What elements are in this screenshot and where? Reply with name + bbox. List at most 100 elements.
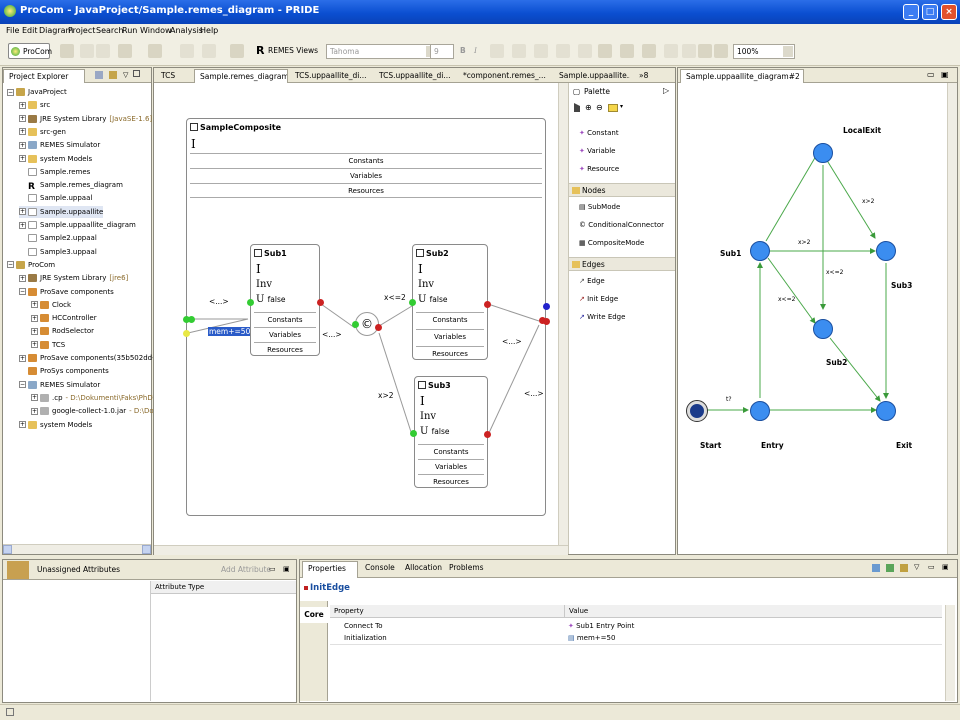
maximize-view-icon[interactable]: ▣ [283,565,290,573]
menu-search[interactable]: Search [96,26,124,35]
state-exit[interactable] [876,401,896,421]
tab-tcs[interactable]: TCS [161,71,176,80]
tab-properties[interactable]: Properties [302,561,358,578]
save-icon[interactable] [80,44,94,58]
expand-toggle-icon[interactable]: − [7,261,14,269]
note-tool-icon[interactable] [608,104,618,112]
menu-file[interactable]: File [6,26,20,35]
expand-toggle-icon[interactable]: + [31,407,38,415]
tree-item[interactable]: +Sample.uppaallite [19,205,104,218]
tree-item[interactable]: +JRE System Library[JavaSE-1.6] [19,113,152,125]
tree-item[interactable]: +REMES Simulator [19,139,100,151]
remes-views-button[interactable]: REMES Views [268,46,319,55]
arrow-icon[interactable] [578,44,592,58]
tab-uppaallite-diagram-2[interactable]: Sample.uppaallite_diagram#2 [680,69,804,83]
palette-collapse-icon[interactable]: ▷ [663,86,670,95]
align-icon[interactable] [642,44,656,58]
expand-toggle-icon[interactable]: + [19,421,26,428]
tab-sample-uppaallite[interactable]: Sample.uppaallite... [559,71,630,80]
layout-icon[interactable] [714,44,728,58]
tree-item[interactable]: +Clock [31,299,71,311]
sub2-variables[interactable]: Variables [416,329,484,344]
menu-help[interactable]: Help [200,26,219,35]
palette-item-constant[interactable]: ✦ Constant [579,129,619,137]
expand-toggle-icon[interactable]: + [31,301,38,309]
palette-node-submode[interactable]: ▤ SubMode [579,203,620,211]
fast-view-icon[interactable] [6,708,14,716]
properties-vscroll[interactable] [945,605,955,701]
scroll-right-icon[interactable] [142,545,151,554]
submode-sub2[interactable]: Sub2 I Inv U false Constants Variables R… [412,244,488,360]
expand-toggle-icon[interactable]: + [31,341,38,349]
bold-button[interactable]: B [460,46,466,55]
editor-hscroll[interactable] [154,545,568,555]
value-initialization[interactable]: ▤ mem+=50 [564,632,942,644]
back-icon[interactable] [180,44,194,58]
tab-unassigned-attributes[interactable]: Unassigned Attributes [37,565,121,574]
scroll-left-icon[interactable] [3,545,12,554]
palette-edge-init-edge[interactable]: ↗ Init Edge [579,295,618,303]
attribute-type-header[interactable]: Attribute Type [151,581,296,594]
select-all-icon[interactable] [598,44,612,58]
tree-item[interactable]: +google-collect-1.0.jar- D:\Dokume [31,405,173,417]
palette-node-composite-mode[interactable]: ▦ CompositeMode [579,239,644,247]
composite-init-port[interactable] [183,330,190,337]
sub2-exit-port[interactable] [484,301,491,308]
composite-exit-port-2[interactable] [543,303,550,310]
maximize-view-icon[interactable]: ▣ [941,70,949,79]
uppaal-vscroll[interactable] [947,83,957,554]
composite-exit-port[interactable] [539,317,546,324]
tree-item[interactable]: Sample.remes [19,166,90,178]
expand-toggle-icon[interactable]: − [7,88,14,96]
state-entry[interactable] [750,401,770,421]
expand-toggle-icon[interactable]: − [19,288,26,295]
arrange-icon[interactable] [620,44,634,58]
tree-item[interactable]: +system Models [19,153,92,165]
menu-project[interactable]: Project [68,26,96,35]
sub3-entry-port[interactable] [410,430,417,437]
chevron-down-icon[interactable]: ▾ [620,103,624,110]
search-icon[interactable] [148,44,162,58]
tree-item[interactable]: +TCS [31,339,65,351]
palette-item-resource[interactable]: ✦ Resource [579,165,619,173]
font-size-select[interactable]: 9 [430,44,454,59]
font-family-select[interactable]: Tahoma [326,44,438,59]
minimize-view-icon[interactable]: ▭ [269,565,276,573]
tree-item[interactable]: +system Models [19,419,92,431]
tree-item[interactable]: −ProCom [7,259,55,271]
expand-toggle-icon[interactable]: + [19,354,26,362]
tree-item[interactable]: ProSys components [19,365,109,377]
submode-sub3[interactable]: Sub3 I Inv U false Constants Variables R… [414,376,488,488]
composite-variables[interactable]: Variables [190,168,542,183]
tree-item[interactable]: +src-gen [19,126,66,138]
run-icon[interactable] [118,44,132,58]
cut-icon[interactable] [698,44,712,58]
state-local-exit[interactable] [813,143,833,163]
zoom-select[interactable]: 100% [733,44,795,59]
state-sub1[interactable] [750,241,770,261]
explorer-hscroll[interactable] [3,544,151,554]
sub3-variables[interactable]: Variables [418,459,484,474]
tree-item[interactable]: −ProSave components [19,286,114,298]
filter-icon[interactable] [886,564,894,572]
expand-toggle-icon[interactable]: + [31,394,38,402]
tree-item[interactable]: +RodSelector [31,325,94,337]
sub2-entry-port[interactable] [409,299,416,306]
expand-toggle-icon[interactable]: + [19,221,26,229]
sub3-resources[interactable]: Resources [418,474,484,489]
tree-item[interactable]: Sample.uppaal [19,192,92,204]
tab-tcs-uppaallite-2[interactable]: TCS.uppaallite_di... [379,71,451,80]
submode-sub1[interactable]: Sub1 I Inv U false Constants Variables R… [250,244,320,356]
expand-toggle-icon[interactable]: + [31,327,38,335]
maximize-view-icon[interactable]: ▣ [942,563,949,571]
tree-item[interactable]: +Sample.uppaallite_diagram [19,219,136,231]
menu-run[interactable]: Run [122,26,138,35]
composite-entry-port-2[interactable] [188,316,195,323]
minimize-view-icon[interactable]: ▭ [927,70,935,79]
expand-toggle-icon[interactable]: + [19,101,26,109]
expand-toggle-icon[interactable]: + [19,128,26,136]
minimize-view-icon[interactable] [133,70,140,77]
close-button[interactable]: × [941,4,957,20]
new-icon[interactable] [60,44,74,58]
